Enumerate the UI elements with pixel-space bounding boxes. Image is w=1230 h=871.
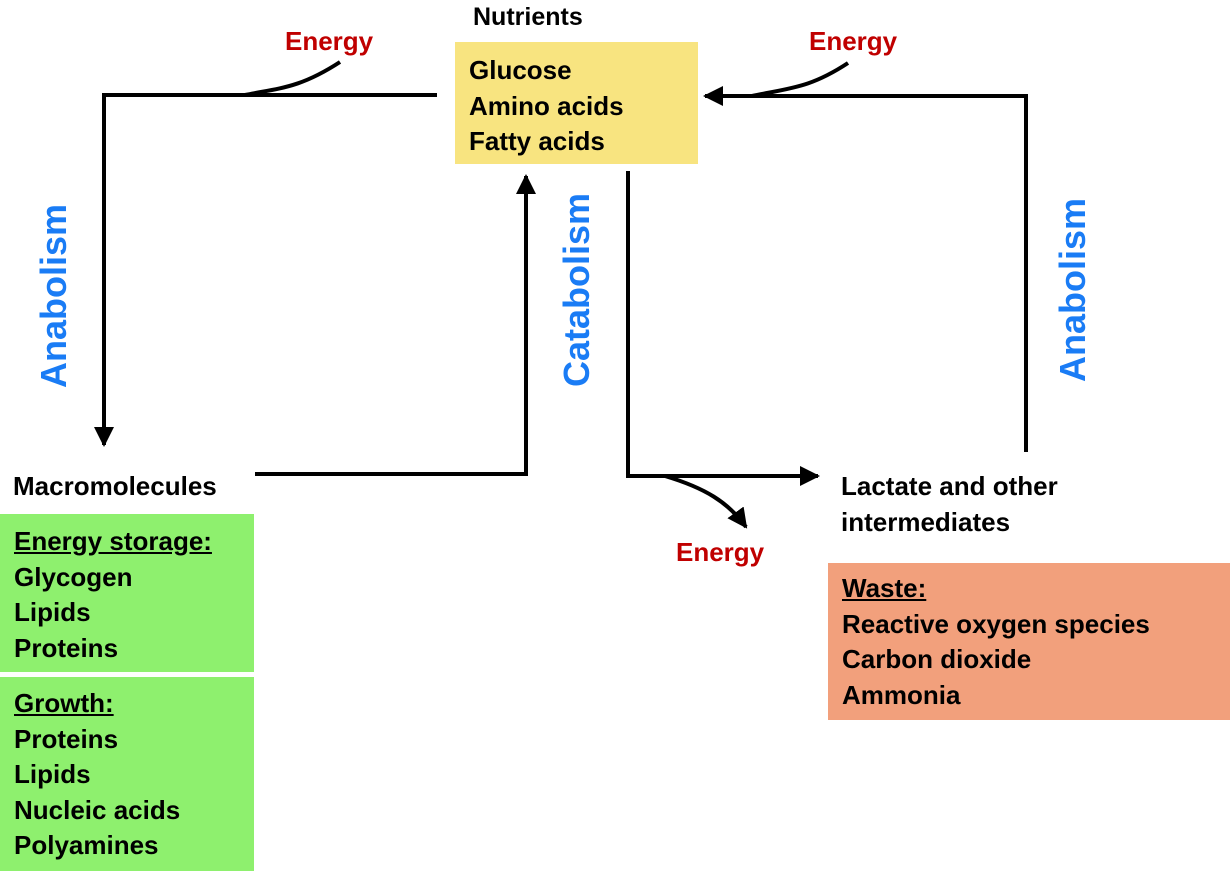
intermediates-line: intermediates [841, 506, 1011, 537]
nutrients-box: Glucose Amino acids Fatty acids [455, 42, 698, 164]
waste-item: Ammonia [842, 679, 961, 710]
waste-box: Waste: Reactive oxygen species Carbon di… [828, 563, 1230, 720]
nutrients-title: Nutrients [473, 3, 583, 31]
catabolism-up-arrow [255, 174, 536, 476]
growth-item: Nucleic acids [14, 794, 181, 825]
energy-label-bottom: Energy [676, 537, 765, 567]
energy-input-left-branch [244, 60, 342, 97]
growth-item: Lipids [14, 759, 91, 789]
waste-header: Waste: [842, 573, 927, 603]
growth-item: Polyamines [14, 830, 159, 860]
anabolism-right-label: Anabolism [1052, 197, 1093, 383]
energy-storage-item: Lipids [14, 597, 91, 627]
catabolism-down-arrow [626, 171, 820, 486]
energy-output-branch [664, 474, 748, 529]
energy-label-top-right: Energy [809, 26, 898, 56]
nutrient-item: Fatty acids [469, 126, 605, 156]
waste-item: Reactive oxygen species [842, 608, 1150, 639]
energy-storage-item: Glycogen [14, 561, 133, 592]
anabolism-left-label: Anabolism [33, 203, 74, 389]
nutrient-item: Glucose [469, 55, 572, 85]
energy-storage-box: Energy storage: Glycogen Lipids Proteins [0, 514, 254, 672]
energy-label-top-left: Energy [285, 26, 374, 56]
anabolism-right-arrow [703, 86, 1028, 452]
macromolecules-title: Macromolecules [13, 471, 217, 501]
anabolism-left-arrow [94, 93, 437, 447]
growth-header: Growth: [14, 688, 114, 718]
growth-box: Growth: Proteins Lipids Nucleic acids Po… [0, 677, 254, 871]
nutrient-item: Amino acids [469, 90, 624, 121]
energy-storage-header: Energy storage: [14, 526, 212, 556]
waste-item: Carbon dioxide [842, 644, 1032, 674]
intermediates-label: Lactate and other intermediates [841, 469, 1058, 540]
intermediates-line: Lactate and other [841, 471, 1058, 501]
energy-input-right-branch [751, 61, 850, 98]
growth-item: Proteins [14, 723, 119, 754]
energy-storage-item: Proteins [14, 632, 119, 663]
catabolism-label: Catabolism [556, 192, 597, 388]
